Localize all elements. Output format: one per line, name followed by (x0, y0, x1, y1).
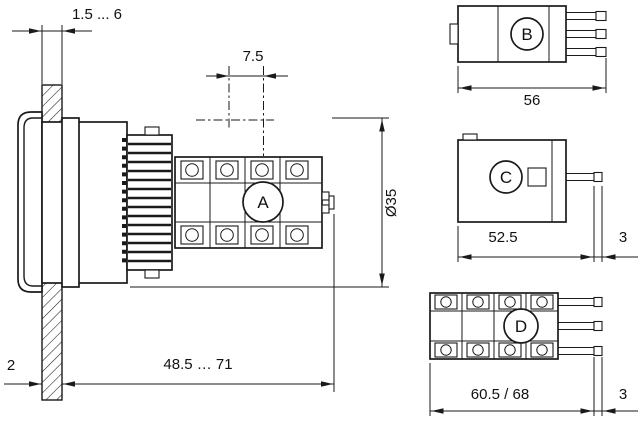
dim-actuator-offset-value: 7.5 (243, 48, 264, 65)
view-d: D 60.5 / 68 3 (429, 292, 638, 416)
dim-c-depth: 52.5 (457, 186, 595, 262)
contact-block (174, 156, 335, 249)
view-d-terminals (558, 296, 603, 357)
key-tab-top (144, 126, 160, 136)
dim-d-depth: 60.5 / 68 (429, 357, 595, 416)
connector-plug (321, 191, 335, 214)
dim-d-terminal-value: 3 (619, 386, 627, 403)
key-tab-bottom (144, 269, 160, 279)
dim-d-terminal: 3 (594, 357, 638, 416)
view-c-terminal (566, 171, 603, 183)
view-b-left-tab (449, 23, 459, 45)
ribbed-sleeve (122, 126, 173, 279)
view-marker-c: C (489, 160, 523, 194)
view-marker-a: A (242, 181, 284, 223)
view-c-top-tab (462, 133, 478, 141)
dim-diameter: Ø35 (130, 117, 400, 288)
dim-panel-thickness: 1.5 ... 6 (12, 6, 122, 84)
dim-c-terminal-value: 3 (619, 229, 627, 246)
dim-b-depth-value: 56 (524, 92, 541, 109)
view-label-c: C (500, 168, 512, 187)
dim-panel-thickness-value: 1.5 ... 6 (72, 6, 122, 23)
button-body (41, 121, 128, 284)
dim-b-depth: 56 (457, 58, 607, 109)
view-b-terminals (566, 10, 607, 58)
view-label-b: B (521, 25, 532, 44)
dim-c-depth-value: 52.5 (488, 229, 517, 246)
view-c: C 52.5 3 (457, 133, 638, 262)
view-marker-b: B (510, 17, 544, 51)
dim-d-depth-value: 60.5 / 68 (471, 386, 529, 403)
dim-actuator-offset: 7.5 (196, 48, 288, 156)
dim-depth-range: 48.5 … 71 (62, 214, 335, 392)
dim-front-clearance: 2 (4, 357, 42, 387)
view-label-d: D (515, 317, 527, 336)
view-b: B 56 (449, 5, 607, 109)
view-marker-d: D (503, 308, 539, 344)
dim-c-terminal: 3 (594, 186, 638, 262)
view-c-inner-detail (527, 167, 547, 187)
button-bezel (17, 111, 43, 293)
view-label-a: A (257, 193, 269, 212)
dim-front-clearance-value: 2 (7, 357, 15, 374)
dim-diameter-value: Ø35 (383, 189, 400, 217)
mounting-flange (61, 117, 80, 288)
main-view: A 1.5 ... 6 7.5 (4, 6, 400, 401)
dim-depth-range-value: 48.5 … 71 (163, 356, 232, 373)
